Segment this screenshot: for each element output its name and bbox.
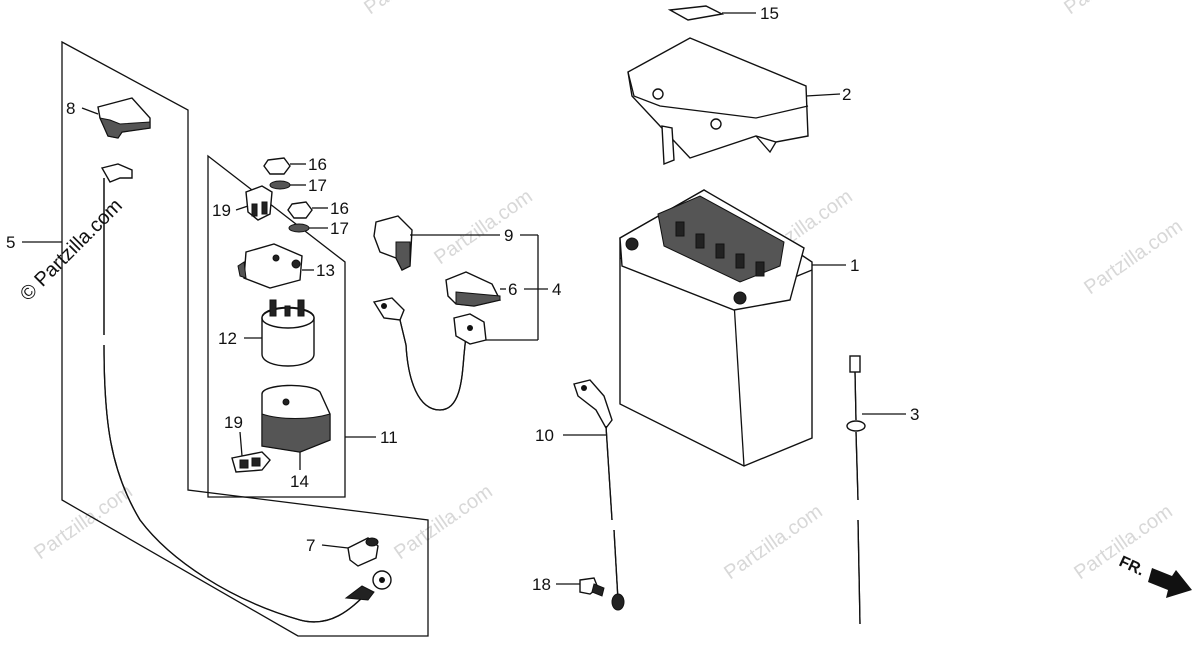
part-16-nut-upper — [263, 157, 291, 175]
callout-6: 6 — [508, 280, 517, 299]
callout-11: 11 — [380, 428, 398, 447]
part-4-short-cable — [372, 297, 487, 411]
part-17-washer-upper — [269, 180, 291, 190]
callout-19-upper: 19 — [212, 201, 231, 220]
part-10-ground-cable — [573, 379, 625, 611]
callout-2: 2 — [842, 85, 851, 104]
part-9-terminal-cover — [373, 215, 413, 271]
callout-labels: 15 2 1 3 5 8 16 17 16 17 19 13 12 11 19 … — [6, 4, 919, 594]
front-direction-marker: FR. — [1116, 553, 1192, 598]
callout-7: 7 — [306, 536, 315, 555]
front-arrow-icon — [1148, 568, 1192, 598]
callout-9: 9 — [504, 226, 513, 245]
callout-16-upper: 16 — [308, 155, 327, 174]
watermark-text: Partzilla.com — [30, 480, 136, 564]
leader-lines — [22, 12, 906, 585]
callout-8: 8 — [66, 99, 75, 118]
part-17-washer-lower — [288, 223, 310, 233]
part-14-cover — [261, 384, 331, 453]
group-5-frame — [61, 40, 429, 637]
callout-13: 13 — [316, 261, 335, 280]
part-8-terminal-cover — [97, 97, 151, 139]
part-18-bolt — [579, 577, 605, 597]
callout-17-lower: 17 — [330, 219, 349, 238]
watermark-text: Partzilla.com — [1080, 215, 1186, 299]
watermark-text: Partzilla.com — [1060, 0, 1166, 19]
part-1-battery — [619, 189, 813, 467]
callout-3: 3 — [910, 405, 919, 424]
callout-5: 5 — [6, 233, 15, 252]
watermark-text: Partzilla.com — [720, 500, 826, 584]
callout-14: 14 — [290, 472, 309, 491]
fr-label: FR. — [1116, 553, 1147, 579]
part-19-fuse-lower — [231, 451, 271, 473]
watermark-text: Partzilla.com — [390, 480, 496, 564]
callout-12: 12 — [218, 329, 237, 348]
watermark-layer: Partzilla.com Partzilla.com Partzilla.co… — [30, 0, 1186, 584]
callout-15: 15 — [760, 4, 779, 23]
callout-18: 18 — [532, 575, 551, 594]
part-6-terminal-cover — [445, 271, 502, 307]
callout-17-upper: 17 — [308, 176, 327, 195]
part-3-breather-tube — [846, 355, 866, 625]
part-16-nut-lower — [287, 201, 313, 219]
callout-16-lower: 16 — [330, 199, 349, 218]
part-15-pad — [667, 5, 725, 21]
callout-4: 4 — [552, 280, 561, 299]
part-19-fuse-upper — [245, 185, 273, 221]
part-7-cap — [347, 537, 379, 567]
callout-1: 1 — [850, 256, 859, 275]
watermark-text: Partzilla.com — [360, 0, 466, 19]
part-2-battery-cover — [627, 37, 809, 166]
part-5-battery-cable — [100, 163, 392, 623]
callout-10: 10 — [535, 426, 554, 445]
callout-19-lower: 19 — [224, 413, 243, 432]
watermark-primary: © Partzilla.com — [16, 195, 127, 306]
part-13-relay — [237, 243, 303, 289]
part-12-solenoid — [261, 299, 315, 367]
watermark-text: Partzilla.com — [430, 185, 536, 269]
